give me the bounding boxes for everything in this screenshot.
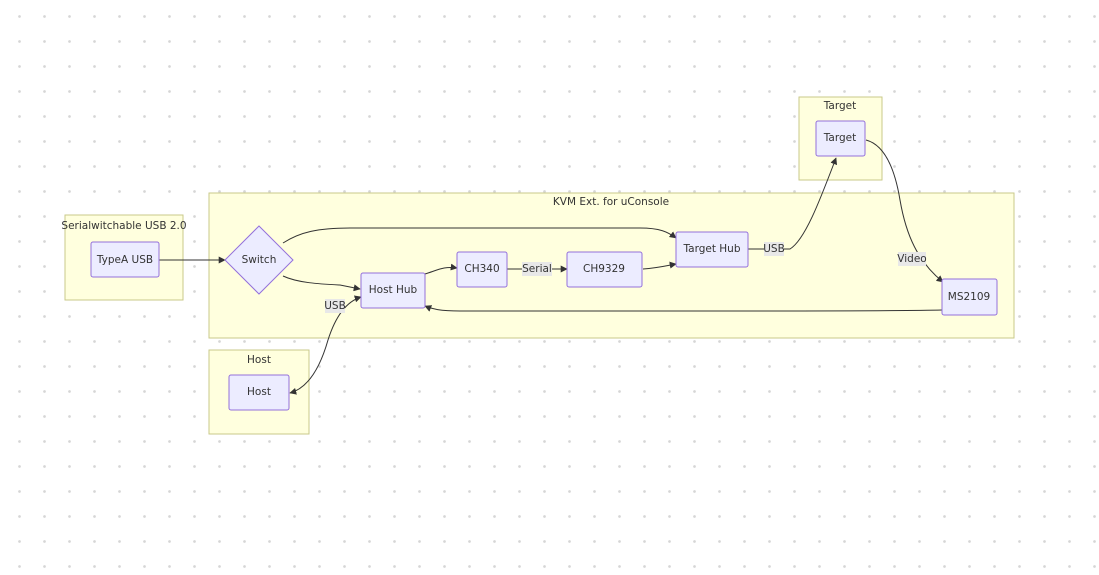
node-host-label: Host: [247, 386, 271, 398]
edge-label-video-text: Video: [897, 253, 926, 265]
node-target[interactable]: Target: [815, 120, 866, 157]
node-typea-usb-label: TypeA USB: [96, 254, 153, 266]
cluster-target-label: Target: [823, 100, 856, 112]
node-host[interactable]: Host: [228, 374, 290, 411]
cluster-kvm-ext-label: KVM Ext. for uConsole: [553, 196, 669, 208]
cluster-serial-switchable-usb: Serialwitchable USB 2.0: [61, 214, 187, 301]
edge-label-usb-host: USB: [324, 299, 346, 313]
edge-ms2109-to-host-hub: [424, 305, 943, 312]
node-target-hub[interactable]: Target Hub: [675, 231, 749, 268]
edge-host-hub-to-ch340: [424, 263, 458, 275]
node-ms2109[interactable]: MS2109: [941, 278, 998, 316]
edge-label-usb-target-text: USB: [763, 243, 785, 255]
node-ch9329[interactable]: CH9329: [566, 251, 643, 288]
cluster-serial-switchable-usb-label: Serialwitchable USB 2.0: [61, 220, 186, 232]
edge-label-serial: Serial: [522, 262, 552, 276]
edge-label-video: Video: [897, 252, 927, 266]
node-switch[interactable]: Switch: [224, 225, 294, 295]
node-target-label: Target: [823, 132, 856, 144]
node-switch-label: Switch: [242, 254, 277, 266]
edge-target-hub-to-target: [748, 157, 838, 250]
node-ms2109-label: MS2109: [948, 291, 990, 303]
node-target-hub-label: Target Hub: [682, 243, 740, 255]
edge-host-hub-host: [289, 295, 362, 395]
edge-label-usb-host-text: USB: [324, 300, 346, 312]
edge-switch-to-target-hub: [282, 227, 677, 244]
node-host-hub[interactable]: Host Hub: [360, 272, 426, 309]
node-typea-usb[interactable]: TypeA USB: [90, 241, 160, 278]
edge-label-serial-text: Serial: [522, 263, 552, 275]
node-ch340[interactable]: CH340: [456, 251, 508, 288]
node-ch9329-label: CH9329: [583, 263, 625, 275]
node-host-hub-label: Host Hub: [369, 284, 418, 296]
edge-label-usb-target: USB: [763, 242, 785, 256]
edge-switch-to-host-hub: [282, 275, 361, 292]
node-ch340-label: CH340: [464, 263, 499, 275]
cluster-host-label: Host: [247, 354, 271, 366]
edge-ch9329-to-target-hub: [642, 261, 677, 270]
